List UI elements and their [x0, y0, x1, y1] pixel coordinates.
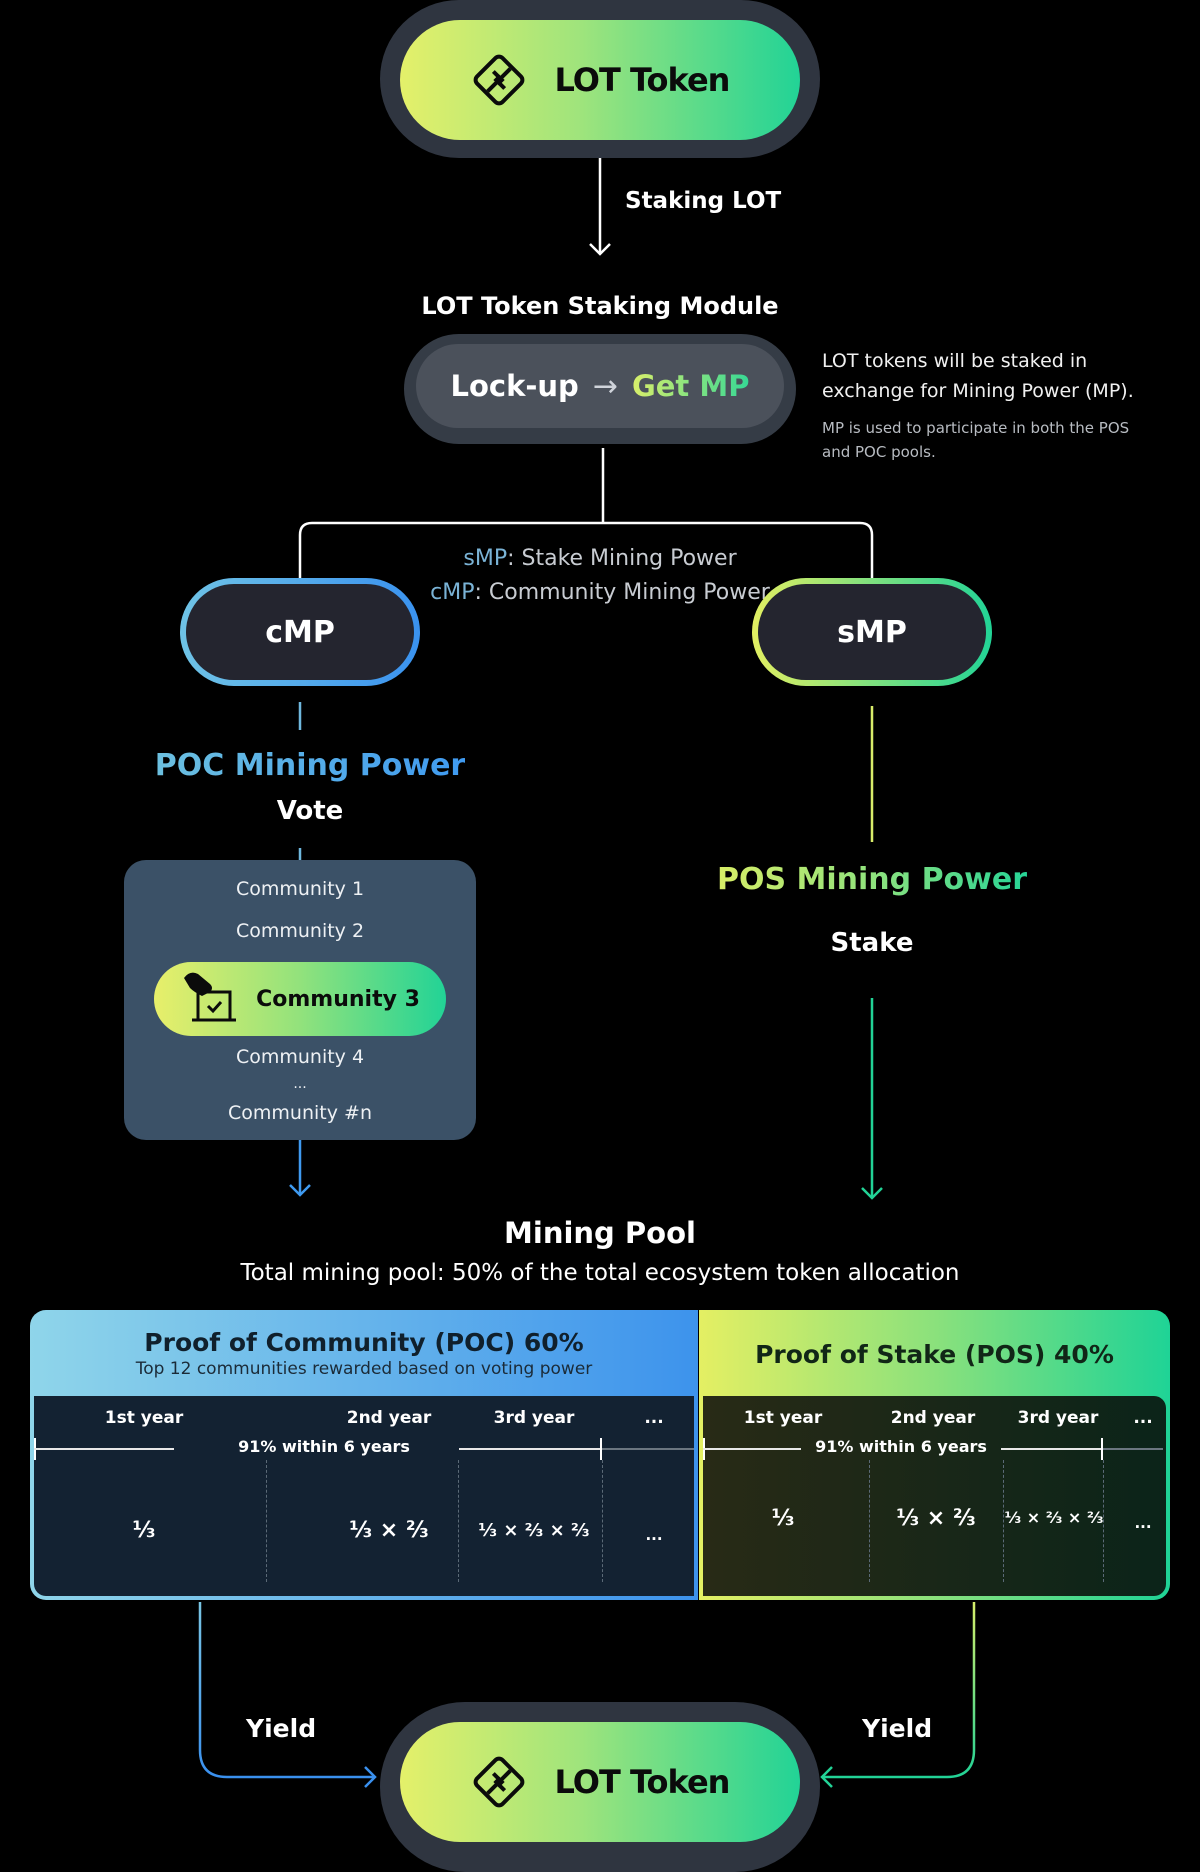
legend-smp: sMP: Stake Mining Power [390, 546, 810, 571]
legend-cmp-key: cMP [430, 580, 475, 605]
mining-pool-subtitle: Total mining pool: 50% of the total ecos… [240, 1260, 960, 1286]
pos-col-header: 2nd year [890, 1408, 976, 1428]
lockup-node: Lock-up → Get MP [404, 334, 796, 444]
pos-col-header: 3rd year [1017, 1408, 1099, 1428]
module-title: LOT Token Staking Module [421, 292, 779, 320]
community-item[interactable]: Community 4 [235, 1046, 365, 1068]
poc-col-header: 2nd year [346, 1408, 432, 1428]
community-item[interactable]: Community 2 [235, 920, 365, 942]
pos-schedule: 1st year 2nd year 3rd year ... 91% withi… [703, 1396, 1166, 1596]
pos-span-end-tick [1101, 1438, 1103, 1460]
cmp-node: cMP [180, 578, 420, 686]
community-item[interactable]: Community 1 [235, 878, 365, 900]
legend-cmp: cMP: Community Mining Power [390, 580, 810, 605]
poc-col-header: 3rd year [493, 1408, 575, 1428]
community-ellipsis: ... [293, 1076, 307, 1092]
yield-right-line [822, 1602, 976, 1779]
module-description: LOT tokens will be staked in exchange fo… [822, 350, 1134, 402]
poc-mining-power-text: POC Mining Power [154, 748, 466, 783]
yield-right-label: Yield [862, 1714, 933, 1743]
pos-column-divider [1103, 1460, 1104, 1582]
poc-span-label: 91% within 6 years [238, 1437, 410, 1456]
pos-column-divider [1003, 1460, 1004, 1582]
community-item-selected[interactable]: Community 3 [154, 962, 446, 1036]
staking-lot-label: Staking LOT [625, 188, 782, 214]
pos-pool-panel: Proof of Stake (POS) 40% 1st year 2nd ye… [699, 1310, 1170, 1600]
poc-span-line-continued [602, 1448, 694, 1450]
pos-mining-power-text: POS Mining Power [716, 862, 1028, 897]
stake-label: Stake [830, 928, 914, 958]
poc-value: ⅓ × ⅔ [349, 1518, 429, 1543]
community-list: Community 1 Community 2 Community 3 Comm… [124, 860, 476, 1140]
yield-right-arrow-head [820, 1766, 833, 1788]
poc-value: ⅓ [132, 1518, 156, 1543]
legend-smp-text: : Stake Mining Power [507, 546, 737, 571]
poc-column-divider [602, 1460, 603, 1582]
poc-span-line-left [34, 1448, 174, 1450]
pos-span-label: 91% within 6 years [815, 1437, 987, 1456]
pos-value: ⅓ × ⅔ [896, 1506, 976, 1531]
poc-col-header: 1st year [104, 1408, 184, 1428]
pos-value: ⅓ [771, 1506, 795, 1531]
poc-schedule: 1st year 2nd year 3rd year ... 91% withi… [34, 1396, 694, 1596]
pos-column-divider [869, 1460, 870, 1582]
pos-span-line-continued [1103, 1448, 1163, 1450]
legend-smp-key: sMP [463, 546, 508, 571]
poc-column-divider [458, 1460, 459, 1582]
pos-col-header: 1st year [743, 1408, 823, 1428]
poc-value: ⅓ × ⅔ × ⅔ [478, 1520, 590, 1541]
pos-span-line-left [703, 1448, 801, 1450]
community-item[interactable]: Community #n [228, 1102, 372, 1124]
poc-mining-power-title: POC Mining Power [110, 748, 510, 783]
pos-pool-title: Proof of Stake (POS) 40% [755, 1340, 1114, 1369]
pos-col-header: ... [1133, 1408, 1153, 1428]
arrow-right-icon: → [592, 368, 618, 404]
bottom-token-label: LOT Token [554, 1763, 731, 1801]
get-mp-label: Get MP [631, 369, 750, 403]
pos-value: ... [1134, 1514, 1152, 1532]
poc-pool-panel: Proof of Community (POC) 60% Top 12 comm… [30, 1310, 698, 1600]
poc-span-line-right [459, 1448, 601, 1450]
poc-span-end-tick [600, 1438, 602, 1460]
lockup-label: Lock-up [450, 369, 579, 403]
smp-node: sMP [752, 578, 992, 686]
poc-value: ... [645, 1526, 663, 1544]
community-selected-label: Community 3 [256, 986, 420, 1012]
bottom-token-node: LOT Token [380, 1702, 820, 1872]
branch-line [298, 521, 874, 578]
legend-cmp-text: : Community Mining Power [474, 580, 770, 605]
pos-value: ⅓ × ⅔ × ⅔ [1004, 1508, 1104, 1527]
smp-label: sMP [758, 584, 986, 680]
cmp-label: cMP [186, 584, 414, 680]
pos-span-line-right [1001, 1448, 1101, 1450]
poc-pool-subtitle: Top 12 communities rewarded based on vot… [135, 1359, 593, 1379]
top-token-label: LOT Token [554, 61, 731, 99]
poc-col-header: ... [644, 1408, 664, 1428]
pos-arrow-head [861, 1187, 883, 1200]
yield-left-arrow-head [364, 1766, 377, 1788]
module-subdescription: MP is used to participate in both the PO… [822, 419, 1130, 461]
yield-left-line [198, 1602, 375, 1779]
top-token-node: LOT Token [380, 0, 820, 158]
staking-arrow-head [589, 243, 611, 256]
pos-mining-power-title: POS Mining Power [672, 862, 1072, 897]
lot-logo-icon [473, 1756, 524, 1808]
poc-column-divider [266, 1460, 267, 1582]
ballot-box-icon [184, 972, 237, 1022]
poc-pool-title: Proof of Community (POC) 60% [144, 1328, 584, 1357]
poc-arrow-head [289, 1184, 311, 1197]
lot-logo-icon [473, 54, 524, 106]
yield-left-label: Yield [246, 1714, 317, 1743]
vote-label: Vote [276, 796, 344, 826]
mining-pool-title: Mining Pool [504, 1216, 696, 1250]
